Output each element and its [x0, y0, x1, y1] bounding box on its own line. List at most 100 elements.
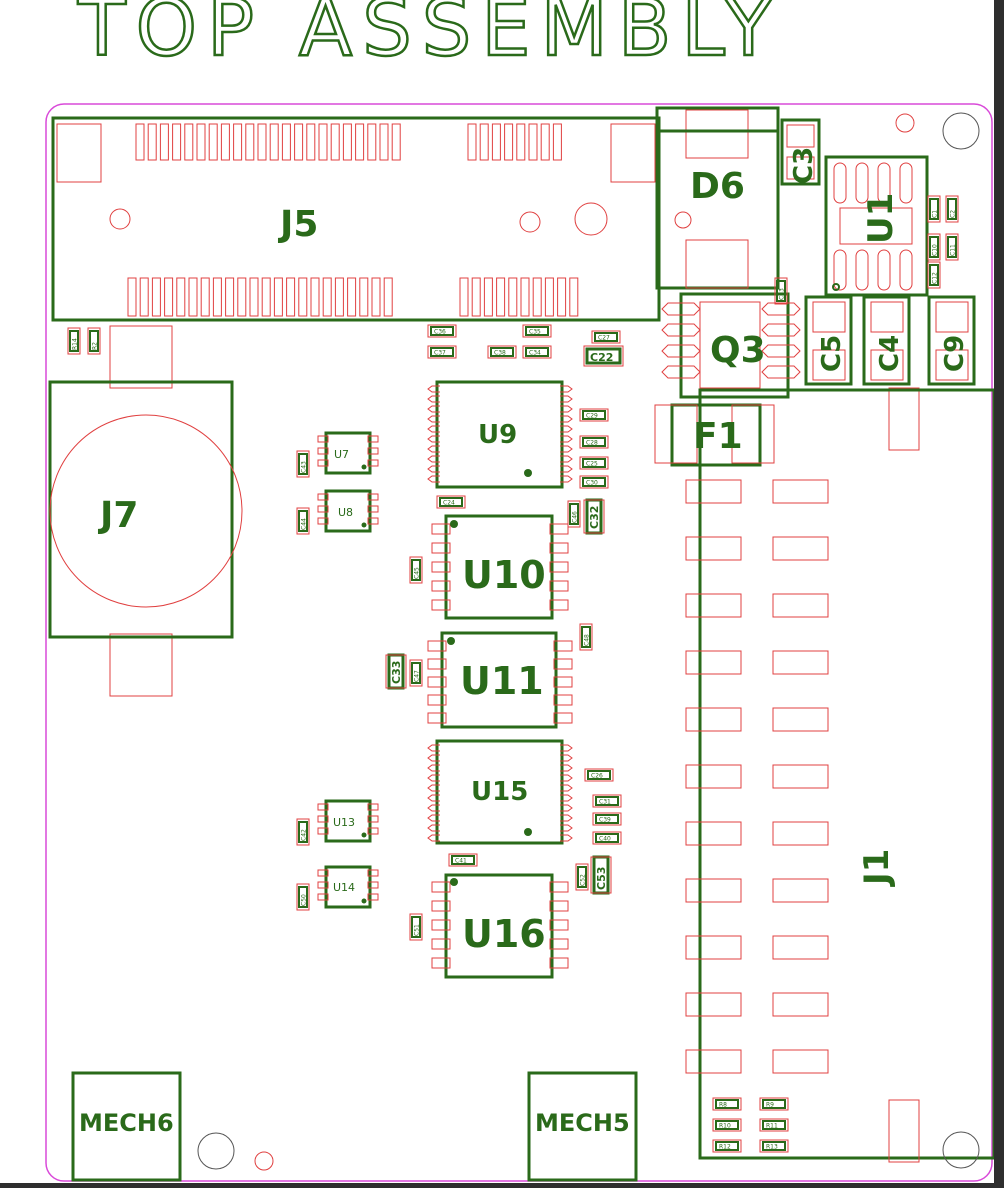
component-u7: U7 — [317, 431, 379, 475]
label-u14: U14 — [333, 881, 355, 894]
smd-part: C38 — [487, 345, 517, 359]
smd-part: C41 — [448, 853, 478, 867]
component-j1: J1 — [685, 388, 996, 1163]
smd-part: C43 — [296, 450, 310, 478]
component-c33: C33 — [385, 653, 407, 690]
smd-part: C37 — [427, 345, 457, 359]
smd-label: C48 — [584, 634, 591, 646]
smd-label: C42 — [301, 829, 308, 841]
component-u15: U15 — [427, 739, 573, 845]
smd-part: R12 — [712, 1139, 742, 1153]
smd-label: C50 — [301, 894, 308, 906]
component-c32: C32 — [583, 498, 605, 535]
smd-label: C2 — [950, 210, 957, 218]
component-u16: U16 — [431, 873, 569, 979]
smd-part: C11 — [945, 233, 959, 261]
screen-edge-bottom — [0, 1183, 1004, 1188]
smd-label: C38 — [494, 350, 506, 357]
smd-label: C35 — [529, 329, 541, 336]
smd-part: C45 — [409, 556, 423, 584]
smd-part: R9 — [759, 1097, 789, 1111]
smd-part: C36 — [427, 324, 457, 338]
label-mech5: MECH5 — [535, 1109, 630, 1137]
component-c9: C9 — [927, 295, 976, 386]
label-c22: C22 — [590, 351, 613, 364]
smd-label: C25 — [586, 461, 598, 468]
smd-label: C31 — [599, 799, 611, 806]
smd-label: C52 — [580, 874, 587, 886]
smd-label: C47 — [414, 670, 421, 682]
component-u10: U10 — [431, 514, 569, 620]
component-j5: J5 — [51, 116, 661, 322]
smd-part: C52 — [575, 863, 589, 891]
label-d6: D6 — [690, 166, 745, 207]
smd-label: C24 — [443, 500, 455, 507]
component-q3: Q3 — [661, 292, 801, 399]
smd-part: C2 — [945, 195, 959, 223]
smd-part: C51 — [409, 913, 423, 941]
label-u10: U10 — [462, 553, 546, 597]
smd-part: C50 — [296, 883, 310, 911]
label-q3: Q3 — [710, 330, 766, 371]
component-u1: U1 — [824, 155, 929, 297]
smd-part: C30 — [579, 475, 609, 489]
smd-part: C42 — [296, 818, 310, 846]
label-c32: C32 — [588, 506, 601, 529]
small-passives: C36C37C35C34C38C27C29C28C25C30C24C26C31C… — [67, 195, 959, 1153]
smd-label: C44 — [301, 518, 308, 530]
smd-label: C41 — [455, 858, 467, 865]
label-u9: U9 — [478, 420, 517, 450]
label-u1: U1 — [861, 193, 901, 244]
smd-label: C51 — [414, 924, 421, 936]
smd-part: C48 — [579, 623, 593, 651]
smd-label: C28 — [586, 440, 598, 447]
smd-label: R10 — [719, 1123, 731, 1130]
label-u13: U13 — [333, 816, 355, 829]
smd-part: C29 — [579, 408, 609, 422]
smd-label: C37 — [434, 350, 446, 357]
component-d6: D6 — [655, 106, 780, 290]
smd-part: C46 — [567, 500, 581, 528]
component-c3: C3 — [780, 118, 821, 186]
smd-part: C26 — [584, 768, 614, 782]
component-u11: U11 — [427, 631, 573, 729]
screen-edge-right — [994, 0, 1004, 1188]
smd-part: C44 — [296, 507, 310, 535]
smd-part: R2 — [87, 327, 101, 355]
smd-label: C27 — [598, 335, 610, 342]
component-u9: U9 — [427, 380, 573, 489]
smd-part: C10 — [927, 233, 941, 261]
smd-label: C30 — [586, 480, 598, 487]
smd-part: R10 — [712, 1118, 742, 1132]
label-u8: U8 — [338, 506, 353, 519]
label-j7: J7 — [97, 495, 138, 536]
smd-label: R9 — [766, 1102, 774, 1109]
smd-label: C46 — [572, 511, 579, 523]
component-mech5: MECH5 — [527, 1071, 638, 1182]
smd-part: C1 — [927, 195, 941, 223]
smd-part: R8 — [712, 1097, 742, 1111]
smd-part: R14 — [67, 327, 81, 355]
smd-part: C24 — [436, 495, 466, 509]
label-c53: C53 — [595, 867, 608, 890]
smd-label: C26 — [591, 773, 603, 780]
smd-label: C11 — [950, 244, 957, 256]
label-c5: C5 — [817, 335, 847, 372]
label-c33: C33 — [390, 661, 403, 684]
board-outline — [45, 103, 993, 1182]
component-c4: C4 — [862, 295, 911, 386]
smd-label: C12 — [932, 272, 939, 284]
smd-label: C36 — [434, 329, 446, 336]
smd-label: R14 — [72, 338, 79, 350]
label-u11: U11 — [460, 659, 544, 703]
smd-label: C45 — [414, 567, 421, 579]
label-u7: U7 — [334, 448, 349, 461]
smd-label: R12 — [719, 1144, 731, 1151]
component-j7: J7 — [48, 325, 243, 697]
mounting-hole-top-right — [895, 113, 915, 133]
smd-part: C40 — [592, 831, 622, 845]
smd-label: R2 — [92, 342, 99, 350]
label-c9: C9 — [940, 335, 970, 372]
component-c53: C53 — [590, 855, 612, 895]
